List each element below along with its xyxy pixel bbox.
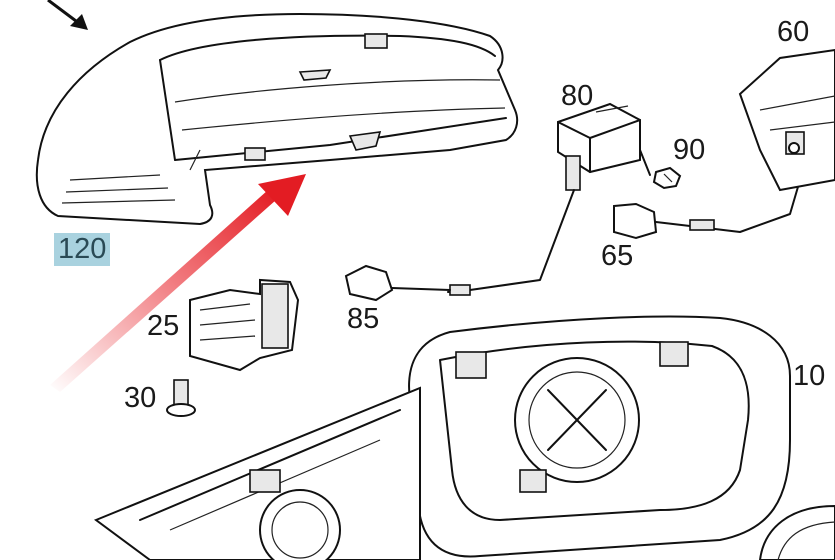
mirror-glass-housing xyxy=(408,315,791,558)
screw-90 xyxy=(652,166,682,190)
callout-65: 65 xyxy=(601,240,634,272)
mirror-interior-section xyxy=(93,386,421,560)
callout-85: 85 xyxy=(347,303,380,335)
control-module xyxy=(447,102,651,296)
bolt-30 xyxy=(166,379,196,417)
mirror-housing-cover xyxy=(35,12,519,226)
callout-25: 25 xyxy=(147,310,180,342)
connector-65 xyxy=(613,179,801,240)
callout-90: 90 xyxy=(673,134,706,166)
bracket-60 xyxy=(738,48,835,192)
black-arrow-icon xyxy=(47,0,88,30)
callout-120: 120 xyxy=(54,233,111,266)
partial-component xyxy=(758,504,835,560)
red-arrow-icon xyxy=(50,174,306,392)
connector-85 xyxy=(344,264,451,302)
callout-60: 60 xyxy=(777,16,810,48)
callout-10: 10 xyxy=(793,360,826,392)
callout-30: 30 xyxy=(124,382,157,414)
motor-25 xyxy=(189,278,300,372)
callout-80: 80 xyxy=(561,80,594,112)
